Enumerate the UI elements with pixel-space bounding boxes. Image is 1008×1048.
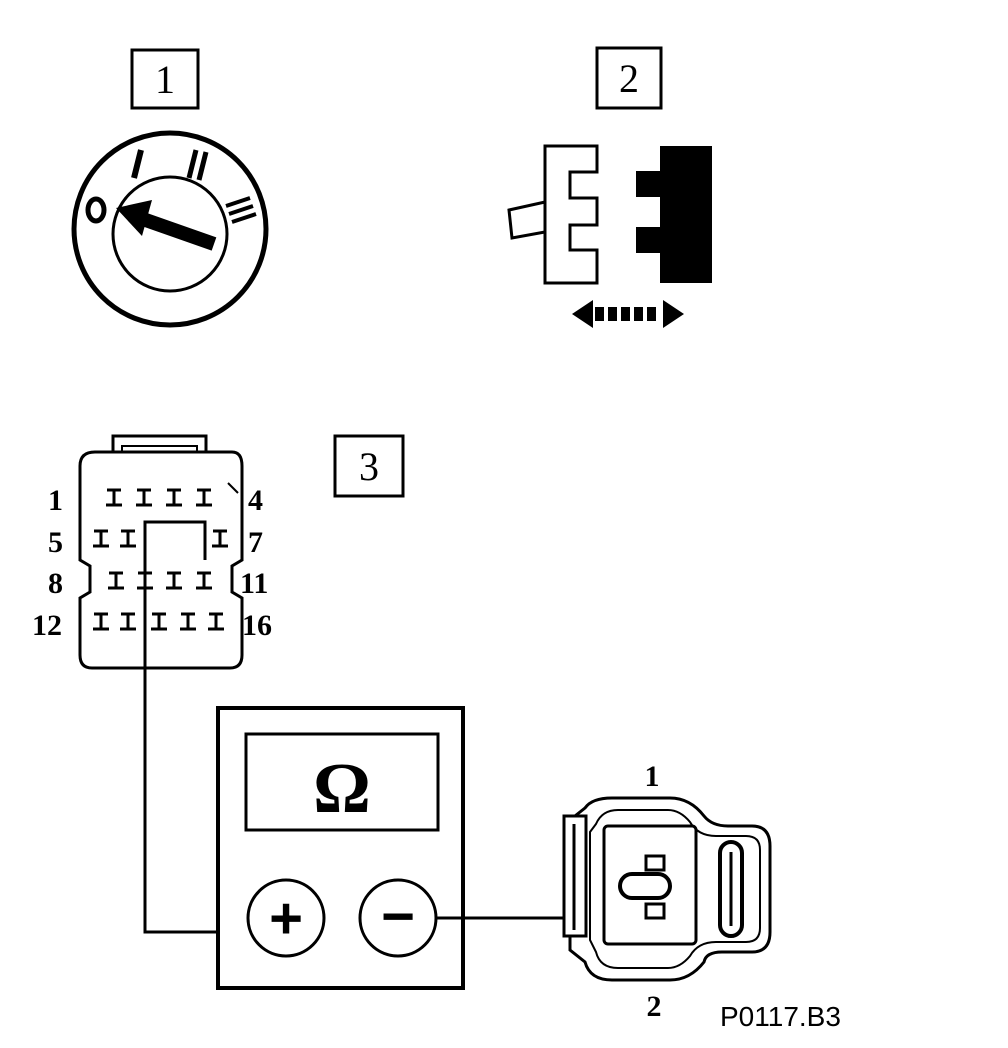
connector-half-female [543, 144, 599, 285]
figure-reference: P0117.B3 [720, 1001, 841, 1032]
ecu-pin-label-16: 16 [242, 609, 272, 642]
step-2-box: 2 [595, 46, 663, 110]
double-arrow-icon [572, 300, 684, 328]
ignition-switch-icon [71, 130, 269, 328]
sensor-pin-label-2: 2 [647, 990, 662, 1023]
sensor-connector-2-pin: 1 2 [562, 760, 772, 1023]
ecu-connector-16-pin: 1 4 5 7 8 11 12 16 [32, 434, 272, 670]
connector-half-male [636, 146, 712, 283]
position-0-marker [85, 196, 107, 224]
step-2-label: 2 [619, 56, 639, 101]
ecu-pin-label-8: 8 [48, 567, 63, 600]
step-1-box: 1 [130, 48, 200, 110]
ecu-pin-label-4: 4 [248, 484, 263, 517]
connector-latch [507, 200, 547, 240]
position-III-marker [225, 196, 257, 224]
step-3-box: 3 [333, 434, 405, 498]
ecu-pin-label-12: 12 [32, 609, 62, 642]
ecu-pin-label-11: 11 [240, 567, 268, 600]
step-1-label: 1 [155, 57, 175, 102]
test-lead-positive [143, 668, 250, 934]
position-I-marker [131, 149, 144, 179]
connector-disconnect-icon [507, 144, 712, 328]
multimeter-display [244, 732, 440, 832]
ecu-pin-label-5: 5 [48, 526, 63, 559]
positive-sign: + [269, 886, 303, 951]
ecu-pin-label-7: 7 [248, 526, 263, 559]
position-II-marker [186, 149, 209, 181]
key-arrow-icon [116, 200, 217, 251]
multimeter: Ω + − [216, 706, 465, 990]
pin-terminals [93, 488, 228, 631]
ohm-symbol: Ω [313, 748, 371, 828]
positive-terminal: + [246, 878, 326, 958]
negative-terminal: − [358, 878, 438, 958]
ecu-pin-label-1: 1 [48, 484, 63, 517]
sensor-pin-label-1: 1 [645, 760, 660, 793]
negative-sign: − [381, 884, 415, 949]
step-3-label: 3 [359, 444, 379, 489]
